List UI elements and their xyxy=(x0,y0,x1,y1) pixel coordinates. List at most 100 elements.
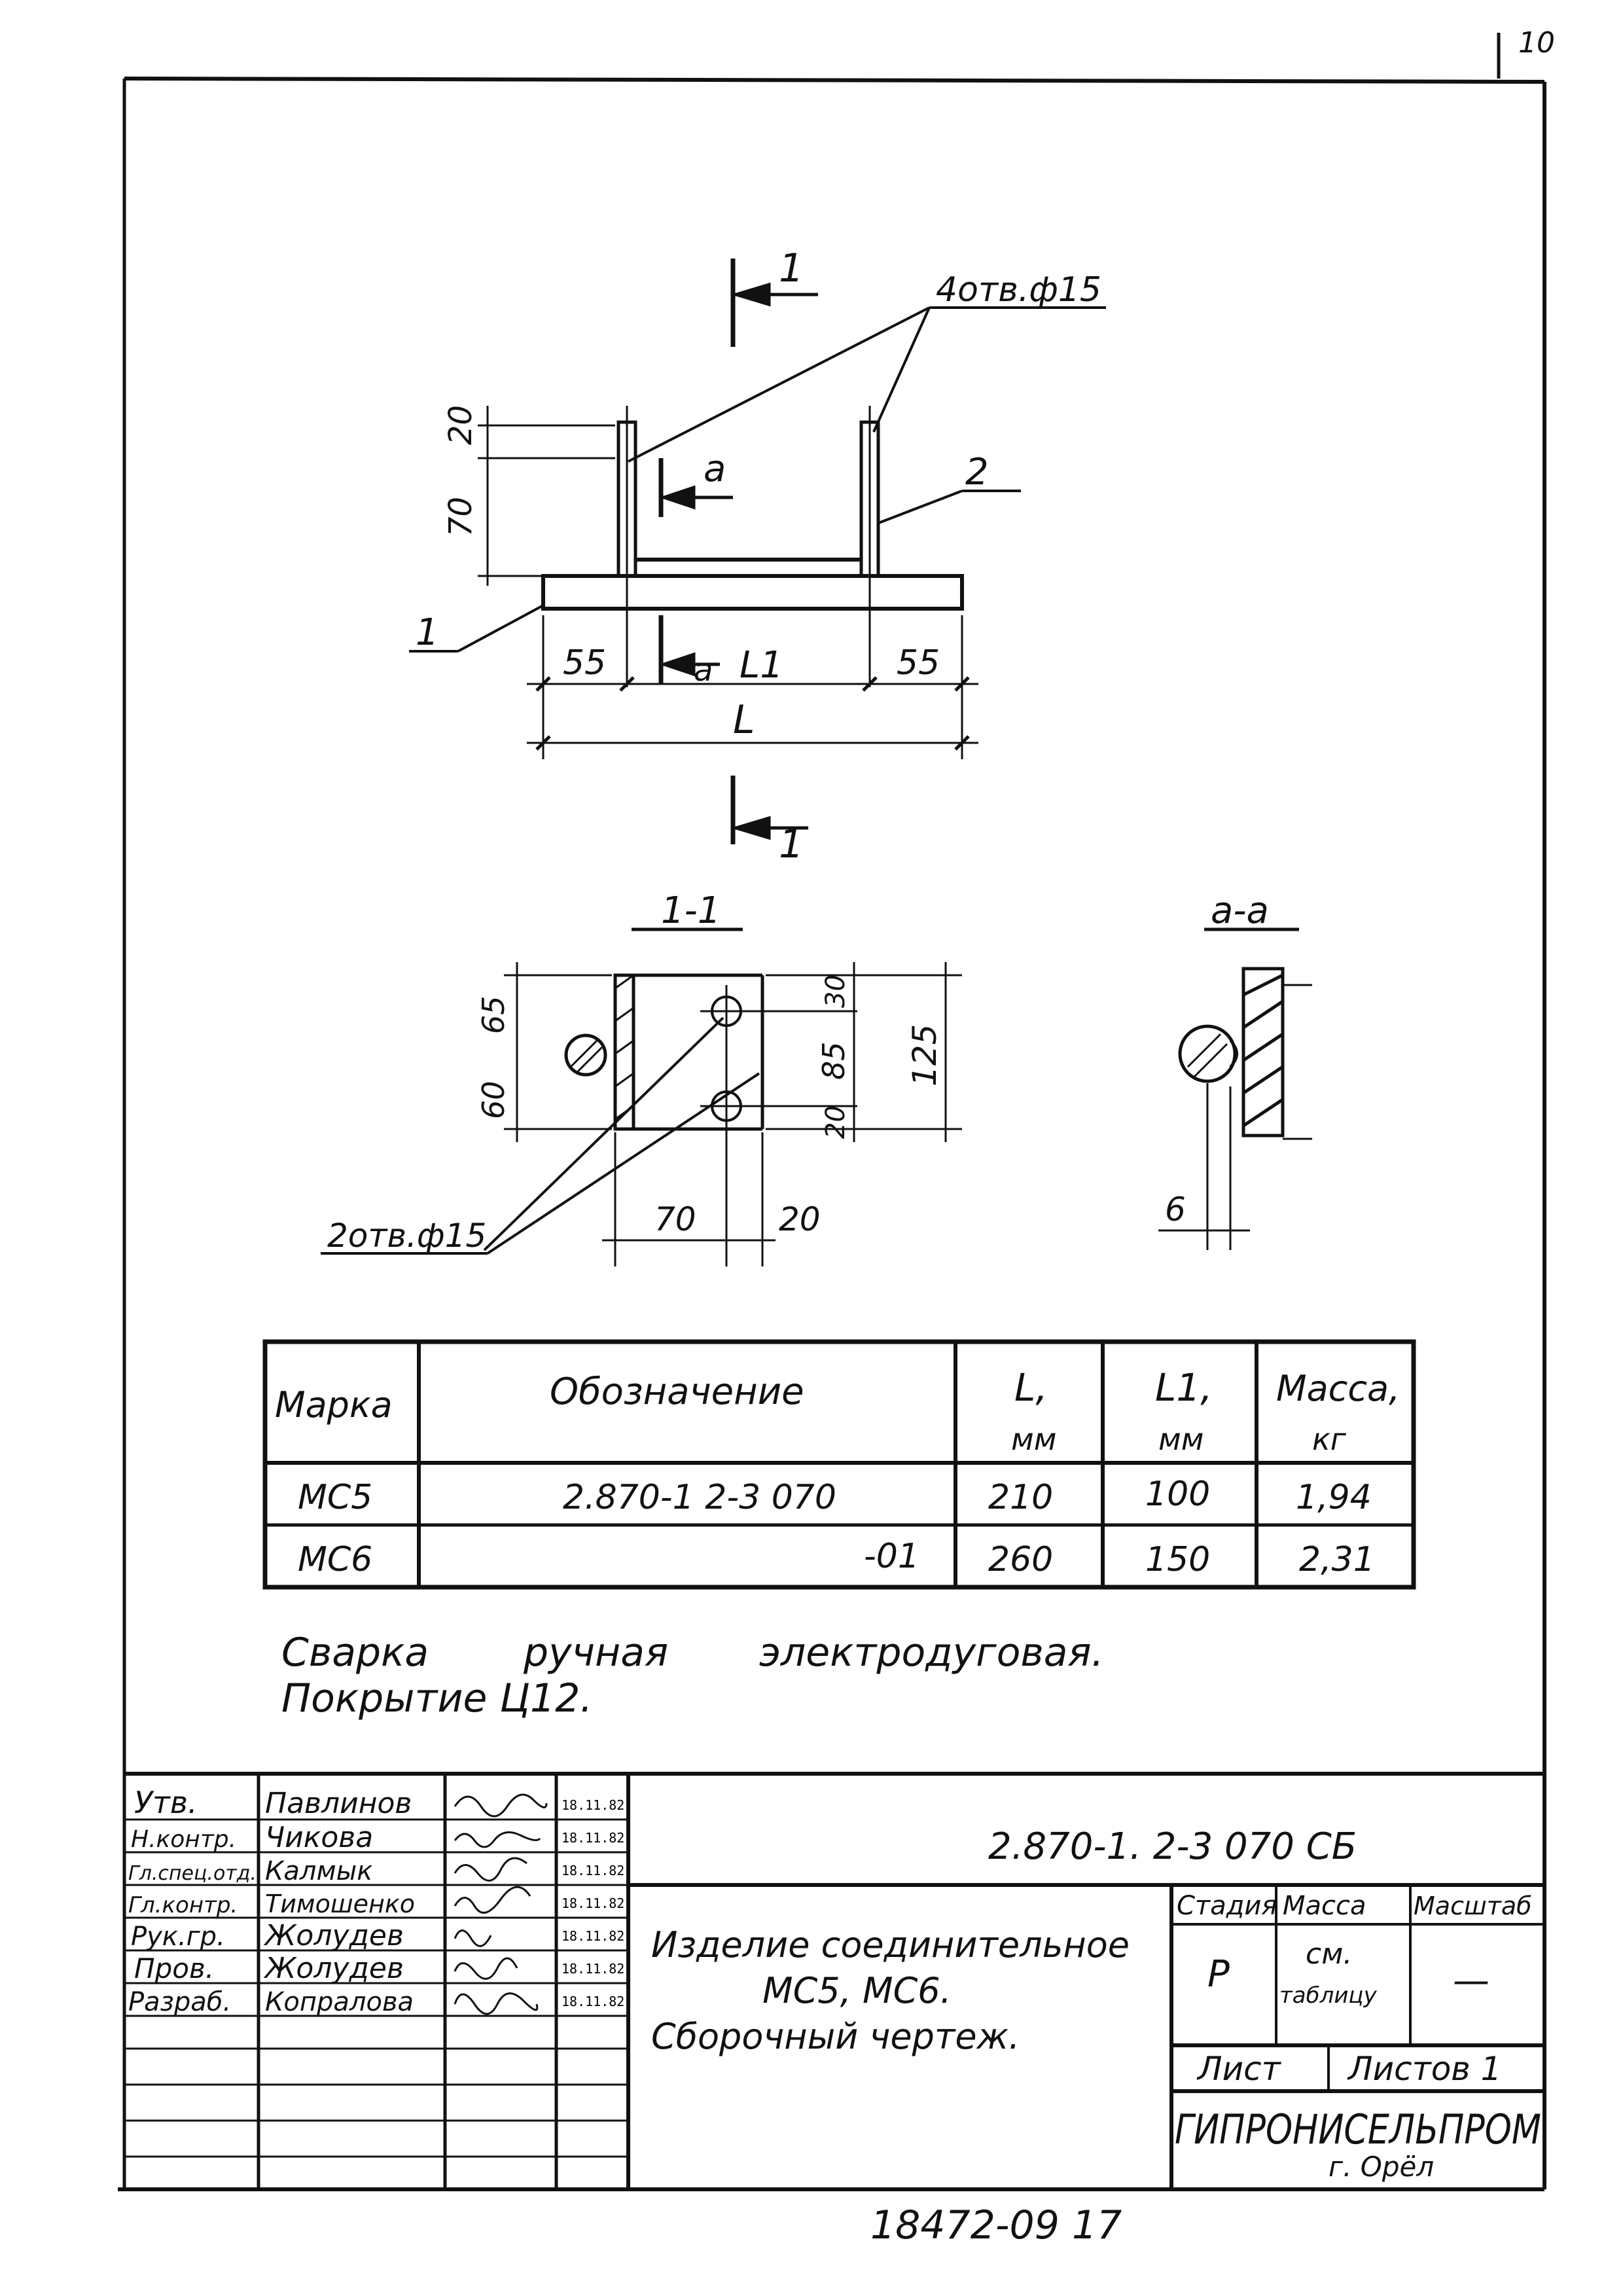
date-2: 18.11.82 xyxy=(562,1830,624,1846)
sheet-label: Лист xyxy=(1196,2050,1282,2088)
role-group-head: Рук.гр. xyxy=(131,1922,225,1952)
dim-65: 65 xyxy=(476,996,511,1034)
signature-6 xyxy=(454,1957,518,1980)
dim-55-left: 55 xyxy=(563,643,606,683)
section-a-a-title: a-a xyxy=(1211,889,1269,932)
signature-1 xyxy=(454,1793,548,1818)
spec-table xyxy=(262,1339,1416,1590)
role-developed: Разраб. xyxy=(128,1987,231,2017)
name-norm-control: Чикова xyxy=(265,1821,373,1854)
signature-3 xyxy=(454,1857,527,1882)
table-row-1-mark: МС5 xyxy=(298,1478,372,1517)
stage-value: Р xyxy=(1207,1953,1230,1996)
dim-125: 125 xyxy=(906,1024,944,1086)
table-header-mass: Масса, xyxy=(1276,1368,1400,1409)
table-unit-L1: мм xyxy=(1158,1422,1204,1457)
org-name: ГИПРОНИСЕЛЬПРОМ xyxy=(1175,2106,1541,2153)
role-approved: Утв. xyxy=(134,1785,198,1820)
section-a-a xyxy=(1158,927,1312,1250)
dim-L1: L1 xyxy=(740,644,783,687)
role-chief-control: Гл.контр. xyxy=(128,1892,238,1918)
table-header-L: L, xyxy=(1014,1365,1048,1410)
dim-70: 70 xyxy=(442,497,479,537)
name-group-head: Жолудев xyxy=(263,1919,404,1952)
section-mark-bottom: 1 xyxy=(779,821,804,867)
signature-7 xyxy=(454,1992,539,2015)
name-approved: Павлинов xyxy=(265,1787,412,1820)
date-4: 18.11.82 xyxy=(562,1895,624,1911)
note-coating: Покрытие Ц12. xyxy=(281,1676,592,1721)
date-1: 18.11.82 xyxy=(562,1797,624,1813)
date-6: 18.11.82 xyxy=(562,1961,624,1977)
frame-top-border xyxy=(124,77,1545,84)
table-row-1-L: 210 xyxy=(988,1478,1053,1517)
dim-30: 30 xyxy=(821,975,851,1008)
doc-title-line-3: Сборочный чертеж. xyxy=(651,2016,1020,2057)
detail-mark-bottom: a xyxy=(694,652,713,689)
dim-20: 20 xyxy=(442,405,479,445)
doc-number: 2.870-1. 2-3 070 СБ xyxy=(988,1825,1357,1868)
mass-value-1: см. xyxy=(1306,1937,1352,1971)
archive-number: 18472-09 17 xyxy=(870,2202,1122,2248)
section-1-1-labels: 1-1 65 60 30 85 20 125 70 20 2отв.ф15 xyxy=(327,889,944,1255)
title-block-frame xyxy=(124,1772,1544,2189)
scale-label: Масштаб xyxy=(1414,1892,1532,1920)
table-row-2-designation: -01 xyxy=(864,1537,919,1576)
part-1-label: 1 xyxy=(416,611,439,654)
table-header-designation: Обозначение xyxy=(550,1371,804,1413)
dim-55-right: 55 xyxy=(897,643,940,683)
dim-60: 60 xyxy=(476,1081,511,1119)
doc-title-line-2: МС5, МС6. xyxy=(762,1970,952,2011)
name-chief-spec: Калмык xyxy=(265,1856,372,1886)
section-1-1 xyxy=(321,927,962,1266)
title-block-right: 2.870-1. 2-3 070 СБ Изделие соединительн… xyxy=(651,1825,1541,2183)
signatures xyxy=(454,1793,548,2015)
title-block-left-rows: Утв. Н.контр. Гл.спец.отд. Гл.контр. Рук… xyxy=(128,1785,624,2017)
dim-20-vertical: 20 xyxy=(821,1105,851,1139)
mass-value-2: таблицу xyxy=(1279,1982,1378,2009)
role-checked: Пров. xyxy=(134,1952,214,1984)
role-norm-control: Н.контр. xyxy=(131,1826,236,1853)
table-row-2-mark: МС6 xyxy=(298,1540,372,1579)
detail-mark-top: a xyxy=(704,448,726,490)
spec-table-text: Марка Обозначение L, мм L1, мм Масса, кг… xyxy=(275,1365,1400,1579)
note-weld-2: ручная xyxy=(523,1630,668,1676)
table-row-1-mass: 1,94 xyxy=(1296,1478,1372,1517)
table-header-L1: L1, xyxy=(1155,1365,1213,1410)
scale-value: — xyxy=(1453,1960,1489,2002)
table-row-2-L1: 150 xyxy=(1145,1540,1210,1579)
plan-view-labels: 1 1 4отв.ф15 a a 20 70 1 2 55 55 L1 L xyxy=(416,245,1101,867)
name-developed: Копралова xyxy=(265,1987,414,2017)
section-1-1-title: 1-1 xyxy=(661,889,721,932)
dim-6: 6 xyxy=(1165,1191,1186,1229)
dim-85: 85 xyxy=(816,1041,851,1080)
dim-20-bottom: 20 xyxy=(779,1200,821,1238)
sheet-corner-number: 10 xyxy=(1518,26,1555,60)
section-a-a-labels: a-a 6 xyxy=(1165,889,1269,1229)
holes-callout: 4отв.ф15 xyxy=(936,270,1101,310)
table-row-2-mass: 2,31 xyxy=(1299,1540,1375,1579)
notes: Сварка ручная электродуговая. Покрытие Ц… xyxy=(281,1630,1104,1721)
signature-2 xyxy=(454,1831,541,1848)
role-chief-spec: Гл.спец.отд. xyxy=(128,1862,257,1885)
dim-L: L xyxy=(733,697,755,743)
part-2-label: 2 xyxy=(965,451,989,493)
holes-callout-section: 2отв.ф15 xyxy=(327,1217,486,1255)
section-mark-top: 1 xyxy=(779,245,804,291)
name-checked: Жолудев xyxy=(263,1952,404,1985)
signature-4 xyxy=(454,1886,531,1914)
note-weld-1: Сварка xyxy=(281,1630,429,1676)
doc-title-line-1: Изделие соединительное xyxy=(651,1924,1130,1965)
dim-70-bottom: 70 xyxy=(654,1200,696,1238)
table-unit-L: мм xyxy=(1011,1422,1056,1457)
date-7: 18.11.82 xyxy=(562,1994,624,2009)
table-header-mark: Марка xyxy=(275,1384,393,1426)
note-weld-3: электродуговая. xyxy=(759,1630,1104,1676)
table-row-1-designation: 2.870-1 2-3 070 xyxy=(563,1478,836,1517)
signature-5 xyxy=(454,1929,492,1947)
table-row-1-L1: 100 xyxy=(1145,1475,1210,1514)
plan-view xyxy=(409,259,1106,844)
date-3: 18.11.82 xyxy=(562,1863,624,1878)
sheets-label: Листов 1 xyxy=(1347,2050,1501,2088)
